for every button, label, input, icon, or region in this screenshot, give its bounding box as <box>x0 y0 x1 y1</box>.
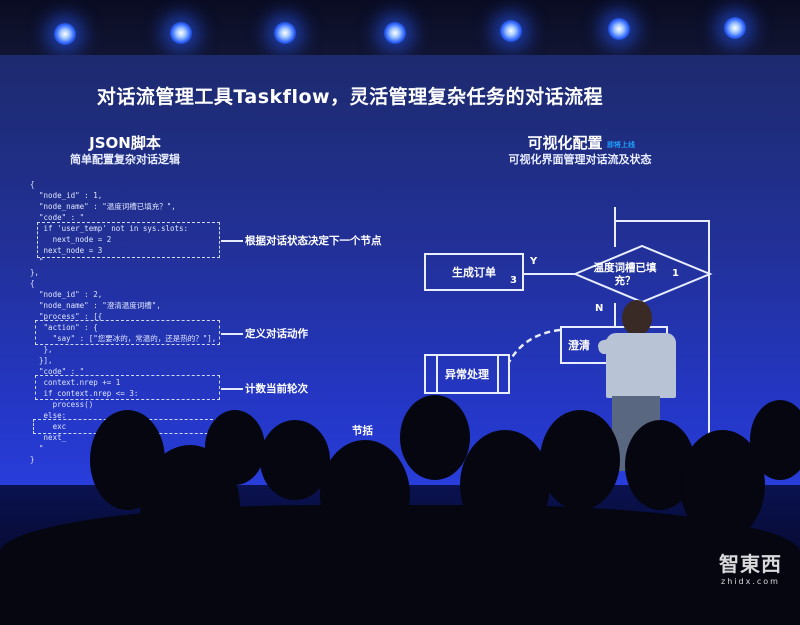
code-line: "node_name" : "温度词槽已填充？", <box>30 202 176 211</box>
speaker-head <box>622 300 652 336</box>
code-line: next_node = 3 <box>30 246 103 255</box>
code-line: next_node = 2 <box>30 235 112 244</box>
visual-subheading: 可视化界面管理对话流及状态 <box>508 153 652 166</box>
annotation: 定义对话动作 <box>245 328 308 340</box>
flow-line <box>436 354 438 394</box>
box-number: 3 <box>510 275 517 286</box>
decision-number: 1 <box>672 268 679 279</box>
connector-line <box>221 388 243 390</box>
flow-line <box>497 354 499 394</box>
clarify-label: 澄清 <box>568 339 590 352</box>
create-order-label: 生成订单 <box>452 266 496 279</box>
watermark: 智東西 zhidx.com <box>719 548 782 586</box>
coming-soon-badge: 即将上线 <box>607 141 635 149</box>
exception-box: 异常处理 <box>424 354 510 394</box>
code-highlight-box <box>35 320 220 345</box>
exception-label: 异常处理 <box>445 368 489 381</box>
annotation: 节括 <box>352 425 373 437</box>
audience-shoulders <box>0 505 800 625</box>
code-line: "code" : " <box>30 213 85 222</box>
stage-light <box>500 20 522 42</box>
code-line: "process" : [{ <box>30 312 103 321</box>
stage-light <box>54 23 76 45</box>
decision-label: 温度词槽已填充？ <box>593 262 657 287</box>
flow-line <box>614 207 616 247</box>
connector-line <box>221 333 243 335</box>
annotation: 根据对话状态决定下一个节点 <box>245 235 382 247</box>
flow-line <box>708 220 710 480</box>
code-line: "say" : ["您要冰的，常温的，还是热的？"], <box>30 334 217 343</box>
code-line: if context.nrep <= 3: <box>30 389 139 398</box>
code-line: process() <box>30 400 94 409</box>
code-line: if 'user_temp' not in sys.slots: <box>30 224 189 233</box>
audience-head <box>400 395 470 480</box>
code-highlight-box <box>35 375 220 400</box>
stage-light <box>274 22 296 44</box>
audience-head <box>540 410 620 510</box>
code-highlight-box <box>37 222 220 258</box>
audience-head <box>750 400 800 480</box>
no-label: N <box>595 303 604 314</box>
json-subheading: 简单配置复杂对话逻辑 <box>70 153 180 166</box>
code-line: } <box>30 455 35 464</box>
create-order-box: 生成订单 <box>424 253 524 291</box>
watermark-url: zhidx.com <box>721 577 780 586</box>
code-line: context.nrep += 1 <box>30 378 121 387</box>
annotation: 计数当前轮次 <box>245 383 308 395</box>
code-line: " <box>30 257 44 266</box>
json-code-block: { "node_id" : 1, "node_name" : "温度词槽已填充？… <box>30 179 216 465</box>
code-line: { <box>30 180 35 189</box>
code-line: next_ <box>30 433 67 442</box>
stage-light <box>384 22 406 44</box>
code-line: "node_name" : "澄清温度词槽", <box>30 301 161 310</box>
code-line: "code" : " <box>30 367 85 376</box>
code-line: else: <box>30 411 67 420</box>
flow-line <box>616 220 710 222</box>
audience-head <box>205 410 265 485</box>
code-line: }, <box>30 345 53 354</box>
flow-line-yes <box>524 273 576 275</box>
connector-line <box>221 240 243 242</box>
visual-heading: 可视化配置 <box>527 134 603 152</box>
code-line: "node_id" : 1, <box>30 191 103 200</box>
code-line: }], <box>30 356 53 365</box>
code-line: " <box>30 444 44 453</box>
code-line: "action" : { <box>30 323 98 332</box>
watermark-logo: 智東西 <box>719 552 782 576</box>
stage-light <box>170 22 192 44</box>
stage-light <box>608 18 630 40</box>
json-heading: JSON脚本 <box>89 134 161 152</box>
code-line: }, <box>30 268 40 277</box>
yes-label: Y <box>530 256 538 267</box>
slide-title: 对话流管理工具Taskflow，灵活管理复杂任务的对话流程 <box>96 86 604 108</box>
dashed-connector <box>507 328 561 363</box>
audience-head <box>260 420 330 500</box>
code-line: "node_id" : 2, <box>30 290 103 299</box>
code-line: { <box>30 279 35 288</box>
decision-diamond <box>572 244 713 304</box>
flow-line-no <box>614 303 616 328</box>
code-line: exc <box>30 422 67 431</box>
stage-light <box>724 17 746 39</box>
